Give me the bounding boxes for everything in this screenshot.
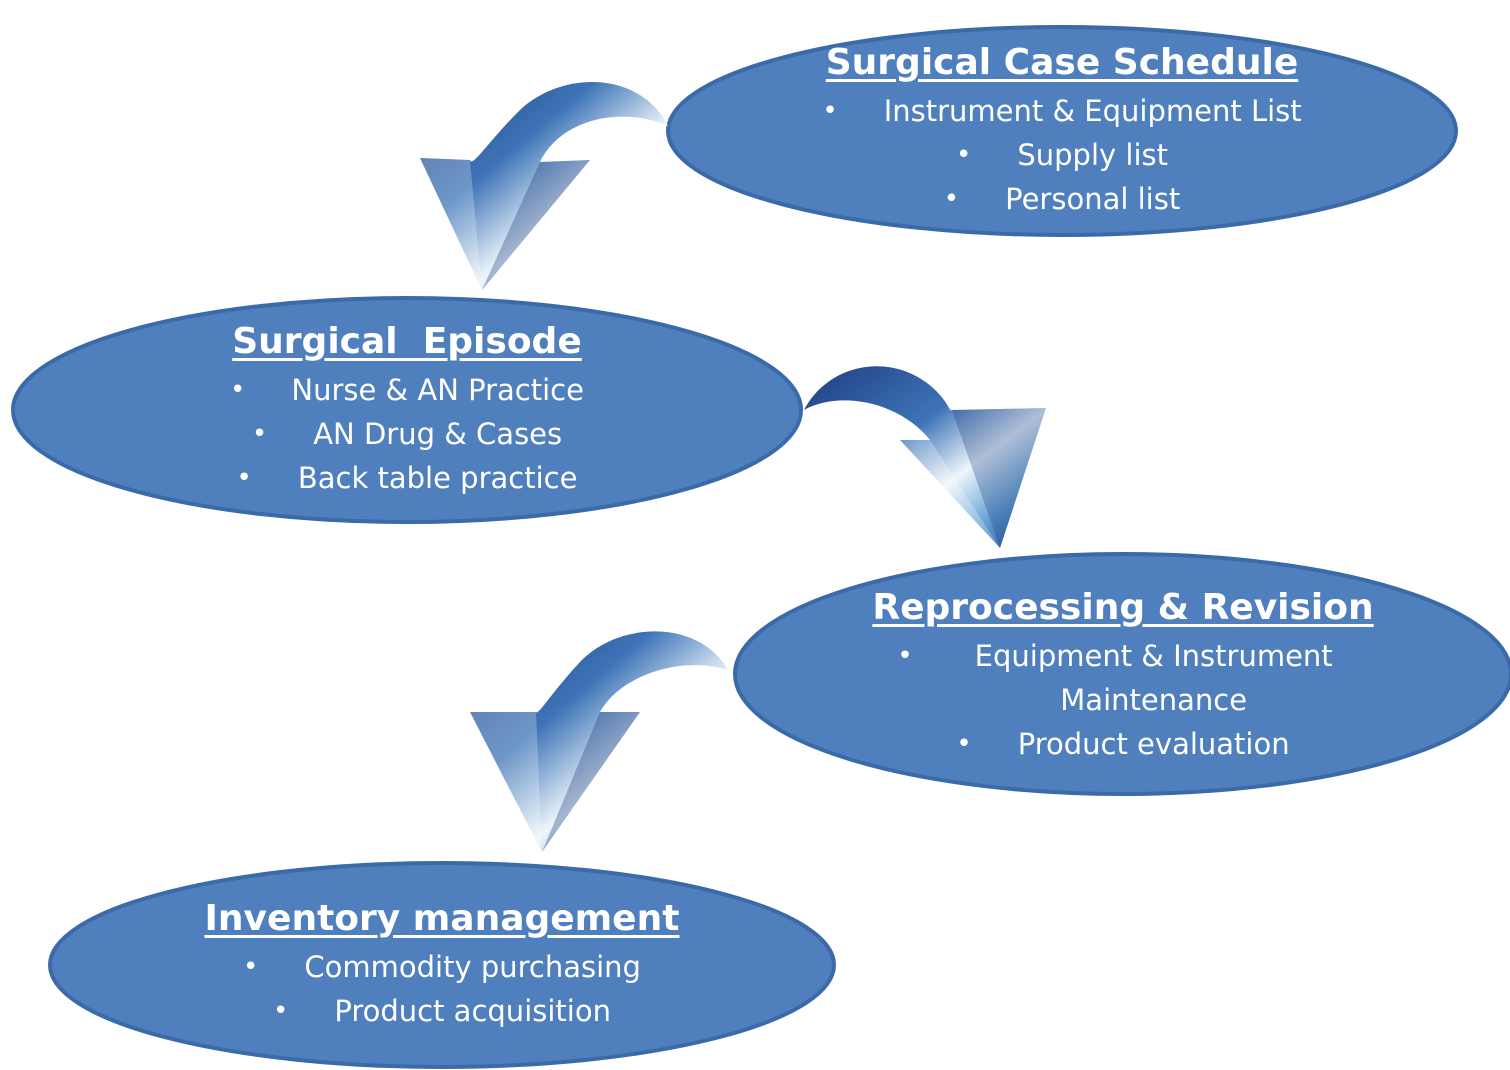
bullet-icon: • bbox=[230, 374, 246, 405]
node-item-list: • Instrument & Equipment List • Supply l… bbox=[822, 89, 1301, 221]
node-inventory-management: Inventory management • Commodity purchas… bbox=[50, 863, 834, 1067]
bullet-icon: • bbox=[956, 728, 972, 759]
list-item: • Nurse & AN Practice bbox=[230, 368, 584, 412]
node-reprocessing-revision: Reprocessing & Revision • Equipment & In… bbox=[735, 556, 1510, 796]
curved-down-arrow-icon bbox=[804, 366, 1046, 548]
list-item: • AN Drug & Cases bbox=[252, 412, 562, 456]
node-title: Surgical Case Schedule bbox=[825, 41, 1299, 83]
bullet-icon: • bbox=[897, 640, 913, 671]
bullet-icon: • bbox=[251, 418, 268, 449]
list-item: • Instrument & Equipment List bbox=[822, 89, 1301, 133]
list-item: • Product evaluation bbox=[956, 722, 1289, 766]
bullet-icon: • bbox=[822, 95, 838, 126]
node-surgical-episode: Surgical Episode • Nurse & AN Practice •… bbox=[13, 298, 801, 522]
node-item-list: • Equipment & Instrument Maintenance • P… bbox=[897, 634, 1348, 766]
bullet-icon: • bbox=[956, 139, 972, 170]
node-ellipse-surgical-episode bbox=[11, 296, 803, 524]
node-item-list: • Nurse & AN Practice • AN Drug & Cases … bbox=[230, 368, 584, 500]
list-item: • Personal list bbox=[944, 177, 1180, 221]
node-item-list: • Commodity purchasing • Product acquisi… bbox=[243, 945, 641, 1033]
list-item: • Equipment & Instrument Maintenance bbox=[897, 634, 1348, 722]
bullet-icon: • bbox=[943, 183, 960, 214]
list-item: • Back table practice bbox=[237, 456, 578, 500]
curved-down-arrow-icon bbox=[420, 82, 668, 290]
node-title: Surgical Episode bbox=[232, 320, 582, 362]
node-title: Reprocessing & Revision bbox=[872, 586, 1374, 628]
node-surgical-case-schedule: Surgical Case Schedule • Instrument & Eq… bbox=[668, 27, 1456, 235]
list-item: • Commodity purchasing bbox=[243, 945, 641, 989]
node-title: Inventory management bbox=[204, 897, 680, 939]
curved-down-arrow-icon bbox=[470, 631, 728, 852]
node-ellipse-inventory-management bbox=[48, 861, 836, 1069]
bullet-icon: • bbox=[243, 951, 259, 982]
node-ellipse-surgical-case-schedule bbox=[666, 25, 1458, 237]
bullet-icon: • bbox=[236, 462, 252, 493]
node-ellipse-reprocessing-revision bbox=[733, 552, 1510, 796]
bullet-icon: • bbox=[273, 995, 289, 1026]
list-item: • Supply list bbox=[956, 133, 1168, 177]
list-item: • Product acquisition bbox=[273, 989, 611, 1033]
